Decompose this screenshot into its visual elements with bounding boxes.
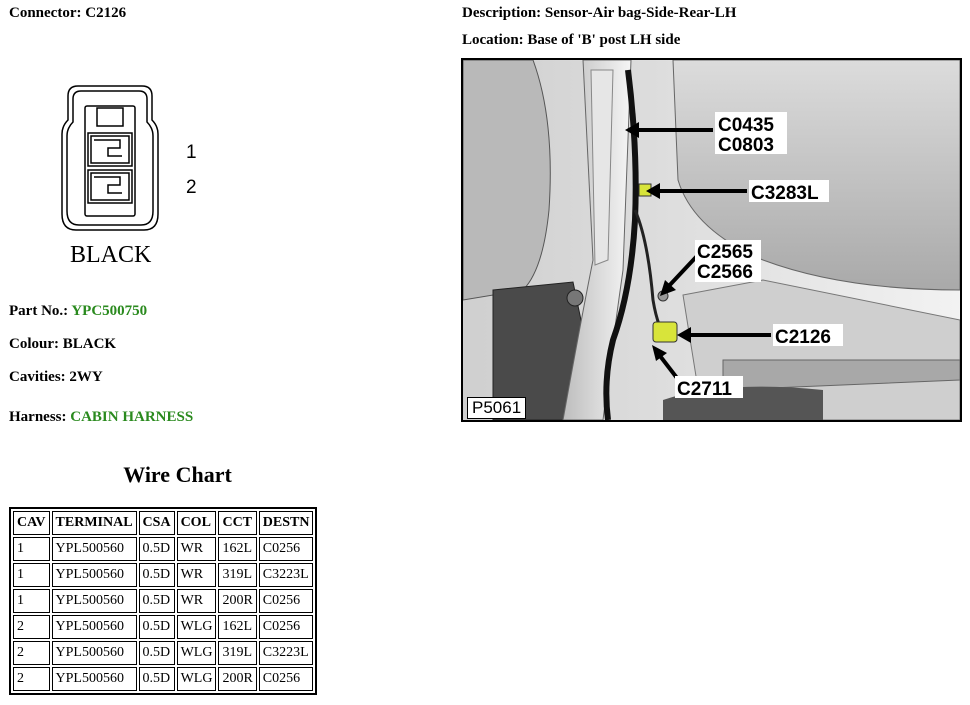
cell-col: WR xyxy=(176,537,217,561)
callout-c2711: C2711 xyxy=(677,379,732,400)
cell-destn: C3223L xyxy=(258,563,314,587)
cell-destn: C3223L xyxy=(258,641,314,665)
header-csa: CSA xyxy=(138,511,175,535)
cell-cav: 2 xyxy=(13,615,50,639)
callout-c2126: C2126 xyxy=(775,327,831,348)
wire-chart-title: Wire Chart xyxy=(123,462,232,487)
cell-cav: 2 xyxy=(13,667,50,691)
photo-reference-label: P5061 xyxy=(467,397,527,419)
connector-label: Connector: C2126 xyxy=(9,5,127,21)
connector-face-diagram: 1 2 BLACK xyxy=(61,85,197,268)
callout-c3283l: C3283L xyxy=(751,183,819,204)
cell-col: WR xyxy=(176,563,217,587)
callout-c2566: C2566 xyxy=(697,262,753,283)
location-photo: C0435 C0803 C3283L C2565 C2566 C2126 C27… xyxy=(461,58,962,422)
colour-label: Colour: BLACK xyxy=(9,336,117,352)
cell-col: WLG xyxy=(176,641,217,665)
location-photo-illustration: C0435 C0803 C3283L C2565 C2566 C2126 C27… xyxy=(463,60,960,420)
table-header-row: CAV TERMINAL CSA COL CCT DESTN xyxy=(13,511,314,535)
connector-c2126-mark xyxy=(652,321,678,343)
cell-cct: 319L xyxy=(218,563,257,587)
cell-terminal: YPL500560 xyxy=(51,667,137,691)
pin-1-label: 1 xyxy=(186,142,197,163)
header-cct: CCT xyxy=(218,511,257,535)
part-number-value[interactable]: YPC500750 xyxy=(71,303,148,319)
header-cav: CAV xyxy=(13,511,50,535)
cell-destn: C0256 xyxy=(258,667,314,691)
cell-csa: 0.5D xyxy=(138,563,175,587)
cell-terminal: YPL500560 xyxy=(51,537,137,561)
cell-cav: 1 xyxy=(13,563,50,587)
cell-cct: 162L xyxy=(218,537,257,561)
harness-label: Harness: xyxy=(9,409,71,425)
cell-destn: C0256 xyxy=(258,589,314,613)
cell-destn: C0256 xyxy=(258,615,314,639)
cell-csa: 0.5D xyxy=(138,641,175,665)
cell-col: WLG xyxy=(176,667,217,691)
header-destn: DESTN xyxy=(258,511,314,535)
cell-terminal: YPL500560 xyxy=(51,589,137,613)
cell-cav: 1 xyxy=(13,589,50,613)
cell-cav: 2 xyxy=(13,641,50,665)
part-number-row: Part No.: YPC500750 xyxy=(9,303,147,320)
callout-c2565: C2565 xyxy=(697,242,753,263)
cell-csa: 0.5D xyxy=(138,615,175,639)
connector-colour-caption: BLACK xyxy=(70,242,152,268)
cell-csa: 0.5D xyxy=(138,667,175,691)
cell-csa: 0.5D xyxy=(138,537,175,561)
cell-terminal: YPL500560 xyxy=(51,615,137,639)
harness-value[interactable]: CABIN HARNESS xyxy=(70,409,194,425)
description-label: Description: Sensor-Air bag-Side-Rear-LH xyxy=(462,5,737,21)
cell-cct: 200R xyxy=(218,589,257,613)
header-col: COL xyxy=(176,511,217,535)
cell-csa: 0.5D xyxy=(138,589,175,613)
location-label: Location: Base of 'B' post LH side xyxy=(462,32,681,48)
cavities-label: Cavities: 2WY xyxy=(9,369,103,385)
callout-c0435: C0435 xyxy=(718,115,774,136)
harness-row: Harness: CABIN HARNESS xyxy=(9,409,193,426)
cell-cct: 162L xyxy=(218,615,257,639)
callout-c0803: C0803 xyxy=(718,135,774,156)
cell-col: WR xyxy=(176,589,217,613)
part-number-label: Part No.: xyxy=(9,303,72,319)
cell-destn: C0256 xyxy=(258,537,314,561)
cell-terminal: YPL500560 xyxy=(51,563,137,587)
cell-col: WLG xyxy=(176,615,217,639)
cell-terminal: YPL500560 xyxy=(51,641,137,665)
cell-cav: 1 xyxy=(13,537,50,561)
header-terminal: TERMINAL xyxy=(51,511,137,535)
cell-cct: 319L xyxy=(218,641,257,665)
pin-2-label: 2 xyxy=(186,177,197,198)
cell-cct: 200R xyxy=(218,667,257,691)
